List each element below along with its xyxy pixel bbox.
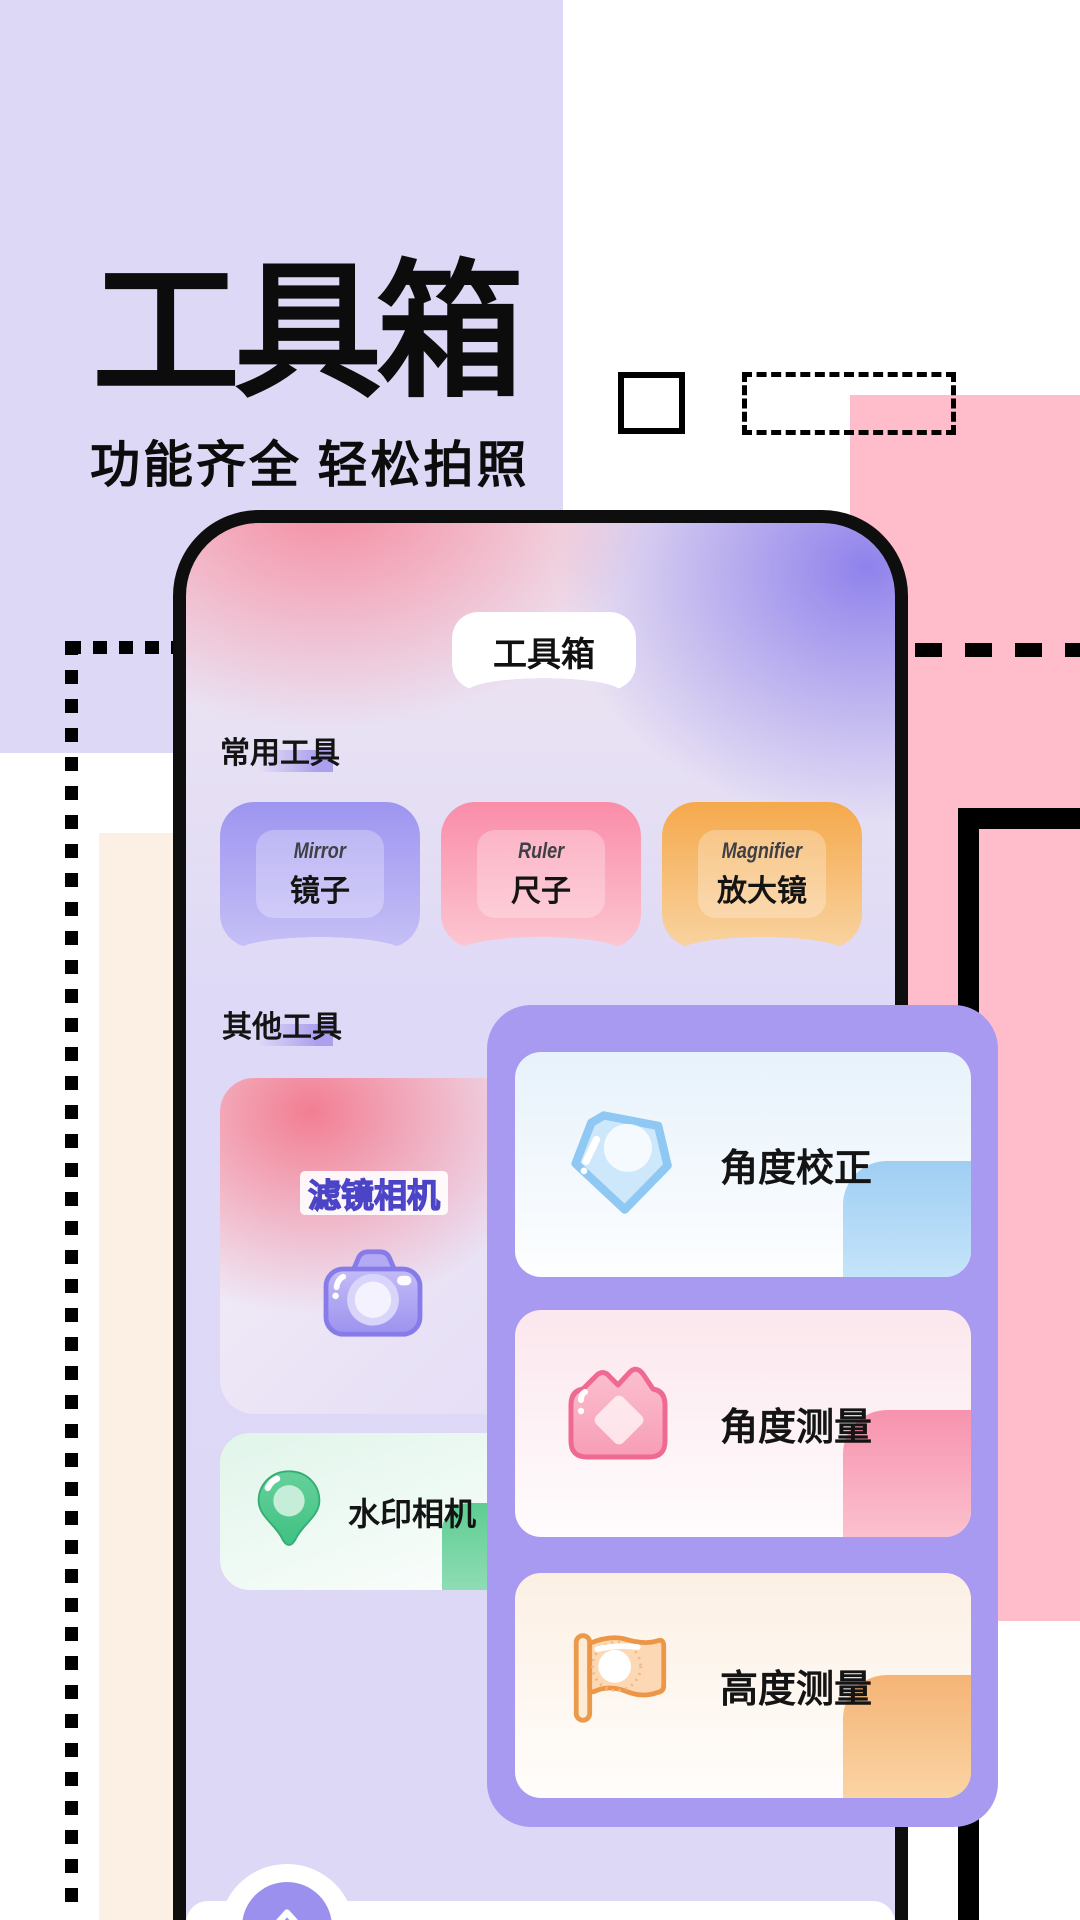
magnifier-tool-en-label: Magnifier (721, 838, 803, 863)
angle-correction-card[interactable]: 角度校正 (515, 1052, 971, 1277)
bottom-nav-bar (186, 1901, 895, 1920)
map-pin-icon (254, 1466, 324, 1554)
page-title: 工具箱 (92, 250, 524, 415)
mirror-tool-card[interactable]: Mirror 镜子 (220, 802, 420, 948)
decor-dashed-line-vertical (65, 641, 78, 1905)
toolbox-header-pill: 工具箱 (452, 612, 636, 690)
angle-correction-label: 角度校正 (720, 1148, 873, 1190)
decor-outline-square (618, 372, 685, 434)
featured-tools-panel: 角度校正 角度测量 (487, 1005, 998, 1827)
pouch-icon (562, 1363, 677, 1478)
camera-icon (320, 1246, 426, 1340)
ruler-tool-card[interactable]: Ruler 尺子 (441, 802, 641, 948)
decor-dashed-line-right (915, 643, 1080, 657)
ruler-tool-cn-label: 尺子 (511, 875, 571, 908)
mirror-tool-en-label: Mirror (293, 838, 347, 863)
page-subtitle: 功能齐全 轻松拍照 (90, 437, 530, 493)
orange-accent-shape (843, 1675, 971, 1798)
filter-camera-label-band: 滤镜相机 (300, 1171, 448, 1215)
ruler-tool-label-box: Ruler 尺子 (477, 830, 605, 918)
cream-background-strip (99, 833, 186, 1920)
height-measure-card[interactable]: 高度测量 (515, 1573, 971, 1798)
blue-accent-shape (843, 1161, 971, 1277)
section-label-other-tools: 其他工具 (222, 1011, 342, 1044)
gem-icon (562, 1105, 677, 1220)
pink-accent-shape (843, 1410, 971, 1537)
decor-dashed-line-left (67, 641, 173, 654)
section-label-common-tools: 常用工具 (220, 737, 340, 770)
magnifier-tool-label-box: Magnifier 放大镜 (698, 830, 826, 918)
section-highlight-bar (258, 750, 333, 772)
mirror-tool-label-box: Mirror 镜子 (256, 830, 384, 918)
angle-measure-label: 角度测量 (720, 1407, 873, 1449)
magnifier-tool-cn-label: 放大镜 (717, 875, 807, 908)
filter-camera-label: 滤镜相机 (307, 1176, 440, 1214)
flag-icon (562, 1626, 677, 1741)
height-measure-label: 高度测量 (720, 1669, 873, 1711)
angle-measure-card[interactable]: 角度测量 (515, 1310, 971, 1537)
mirror-tool-cn-label: 镜子 (290, 875, 350, 908)
magnifier-tool-card[interactable]: Magnifier 放大镜 (662, 802, 862, 948)
home-chevron-icon (276, 1909, 298, 1920)
watermark-camera-label: 水印相机 (348, 1495, 477, 1532)
section-highlight-bar (258, 1024, 333, 1046)
decor-dashed-rect (742, 372, 956, 435)
ruler-tool-en-label: Ruler (517, 838, 565, 863)
decor-black-frame-horizontal (958, 808, 1080, 829)
